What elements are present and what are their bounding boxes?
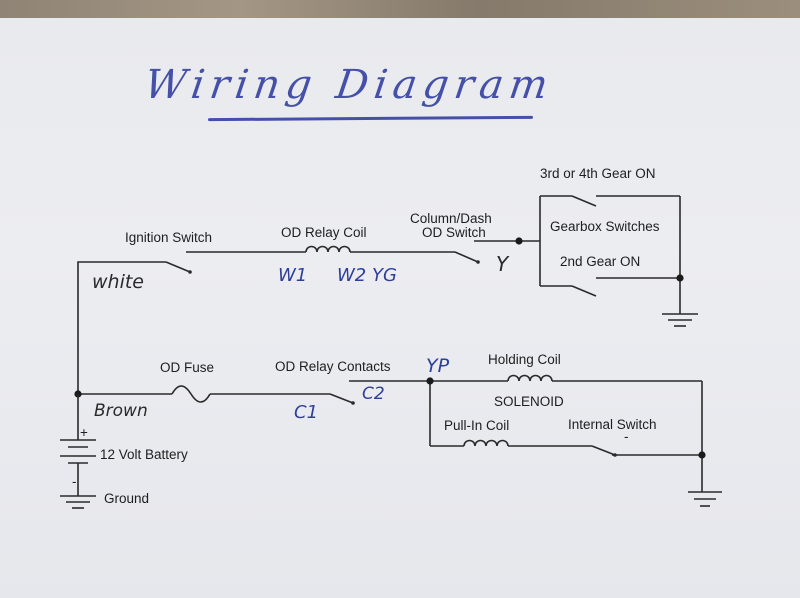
handwritten-brown: Brown: [94, 401, 148, 421]
desk-background: [0, 0, 800, 22]
junction-dot-gearbox: [676, 274, 684, 282]
handwritten-w1: W1: [278, 265, 307, 286]
battery-symbol: [60, 394, 96, 509]
label-holding-coil: Holding Coil: [488, 352, 561, 367]
label-battery-minus: -: [72, 474, 77, 489]
handwritten-c1: C1: [294, 402, 318, 423]
label-battery-plus: +: [80, 425, 88, 440]
label-internal-switch: Internal Switch: [568, 417, 657, 432]
od-fuse-symbol: [171, 385, 211, 403]
label-column-dash: Column/Dash: [410, 211, 492, 226]
label-gear-3rd-4th: 3rd or 4th Gear ON: [540, 166, 656, 181]
label-ground: Ground: [104, 491, 149, 506]
label-od-fuse: OD Fuse: [160, 360, 214, 375]
paper-sheet: [0, 18, 800, 598]
od-relay-coil-symbol: [305, 245, 351, 253]
handwritten-y: Y: [496, 252, 510, 276]
label-gear-2nd: 2nd Gear ON: [560, 254, 640, 269]
label-internal-switch-minus: -: [624, 429, 629, 444]
holding-coil-symbol: [507, 374, 553, 382]
handwritten-w2yg: W2 YG: [337, 265, 397, 286]
handwritten-yp: YP: [426, 355, 450, 377]
label-od-switch: OD Switch: [422, 225, 486, 240]
handwritten-c2: C2: [362, 384, 385, 404]
junction-dot-internal-switch: [698, 451, 706, 459]
junction-dot-solenoid: [426, 377, 434, 385]
label-od-relay-coil: OD Relay Coil: [281, 225, 367, 240]
lower-circuit-wires: [78, 380, 722, 507]
label-ignition-switch: Ignition Switch: [125, 230, 212, 245]
label-od-relay-contacts: OD Relay Contacts: [275, 359, 391, 374]
upper-circuit-wires: [77, 195, 698, 394]
label-pull-in-coil: Pull-In Coil: [444, 418, 509, 433]
label-battery: 12 Volt Battery: [100, 447, 188, 462]
pull-in-coil-symbol: [463, 439, 509, 447]
label-gearbox-switches: Gearbox Switches: [550, 219, 660, 234]
junction-dot-od-switch: [515, 237, 523, 245]
handwritten-white: white: [92, 271, 144, 293]
label-solenoid: SOLENOID: [494, 394, 564, 409]
